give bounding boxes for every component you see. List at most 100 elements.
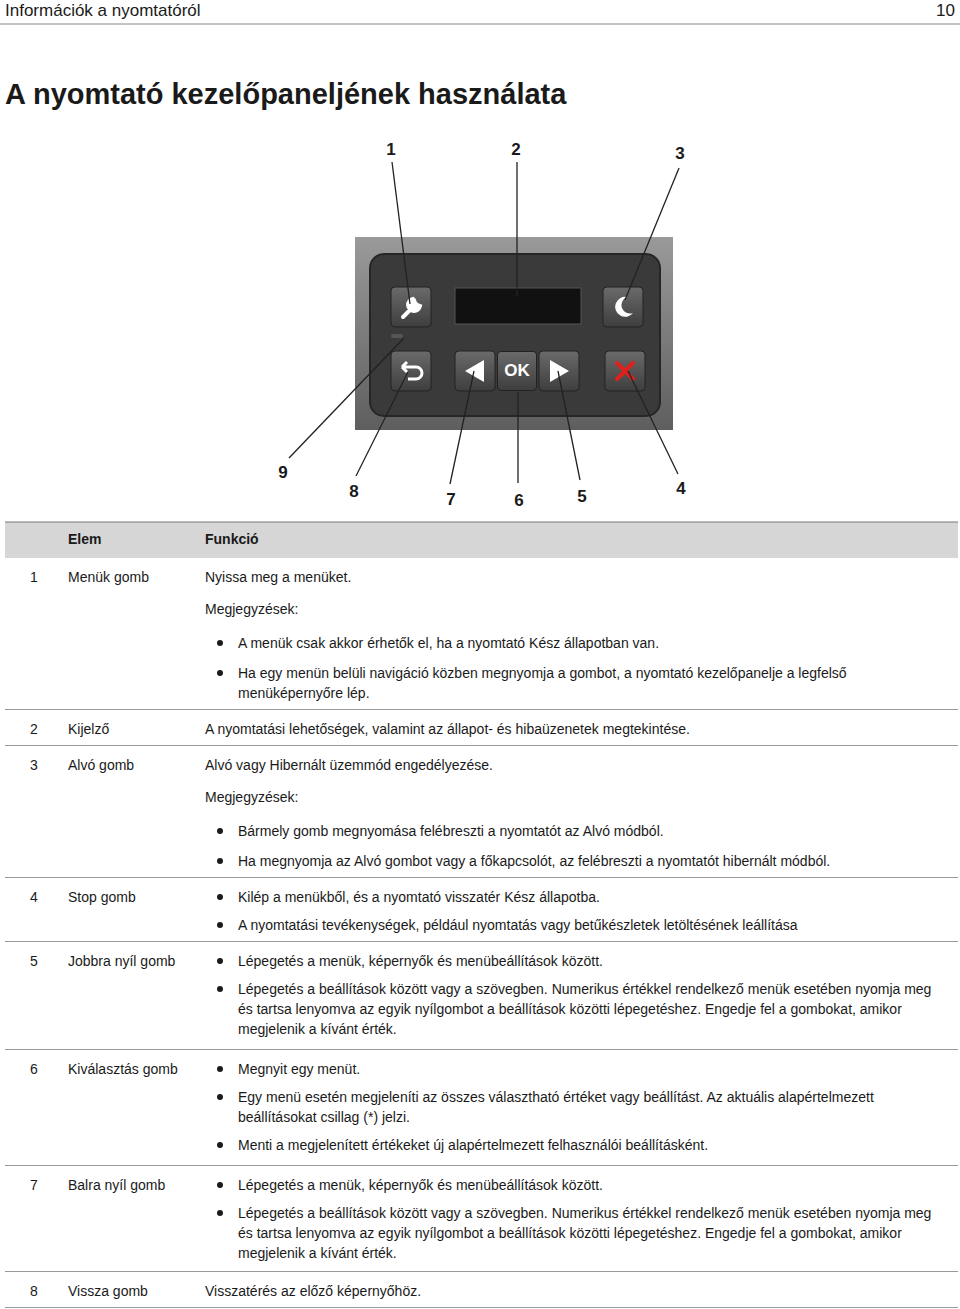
function-text: Kilép a menükből, és a nyomtató visszaté… xyxy=(238,887,950,907)
table-header-band xyxy=(5,522,958,558)
callout-number: 7 xyxy=(446,490,455,510)
row-number: 3 xyxy=(30,755,38,775)
callout-number: 9 xyxy=(278,463,287,483)
callout-number: 4 xyxy=(676,479,685,499)
function-column: Lépegetés a menük, képernyők és menübeál… xyxy=(205,1175,950,1263)
bullet-item: Lépegetés a menük, képernyők és menübeál… xyxy=(205,1175,950,1195)
callout-number: 2 xyxy=(511,140,520,160)
left-button xyxy=(455,351,495,391)
bullet-item: A menük csak akkor érhetők el, ha a nyom… xyxy=(205,633,950,653)
element-name: Balra nyíl gomb xyxy=(68,1175,165,1195)
bullet-item: Bármely gomb megnyomása felébreszti a ny… xyxy=(205,821,950,841)
left-arrow-icon xyxy=(465,360,484,382)
row-number: 2 xyxy=(30,719,38,739)
indicator-light xyxy=(391,334,403,338)
notes-heading: Megjegyzések: xyxy=(205,787,950,807)
table-header: Funkció xyxy=(205,531,259,547)
ok-button: OK xyxy=(497,351,537,391)
table-row: 6 Kiválasztás gomb Megnyit egy menüt. Egy m… xyxy=(5,1050,958,1166)
table-row: 1Menük gombNyissa meg a menüket.Megjegyz… xyxy=(5,558,958,710)
callout-number: 8 xyxy=(349,482,358,502)
function-item: A nyomtatási lehetőségek, valamint az ál… xyxy=(205,719,950,739)
bullet xyxy=(217,640,223,646)
callout-number: 5 xyxy=(577,487,586,507)
function-text: Bármely gomb megnyomása felébreszti a ny… xyxy=(238,821,950,841)
leader-lines xyxy=(289,162,679,484)
function-column: Alvó vagy Hibernált üzemmód engedélyezés… xyxy=(205,755,950,871)
function-text: Nyissa meg a menüket. xyxy=(205,567,950,587)
table-row: 5 Jobbra nyíl gomb Lépegetés a menük, képe… xyxy=(5,942,958,1050)
bullet xyxy=(217,1210,223,1216)
bullet-item: Megnyit egy menüt. xyxy=(205,1059,950,1079)
function-column: Megnyit egy menüt. Egy menü esetén megjel… xyxy=(205,1059,950,1155)
function-text: Egy menü esetén megjeleníti az összes vá… xyxy=(238,1087,950,1127)
element-name: Alvó gomb xyxy=(68,755,134,775)
bullet-item: A nyomtatási tevékenységek, például nyom… xyxy=(205,915,950,935)
bullet xyxy=(217,958,223,964)
function-text: A nyomtatási lehetőségek, valamint az ál… xyxy=(205,719,950,739)
function-text: Menti a megjelenített értékeket új alapé… xyxy=(238,1135,950,1155)
row-number: 5 xyxy=(30,951,38,971)
row-number: 6 xyxy=(30,1059,38,1079)
function-column: Lépegetés a menük, képernyők és menübeál… xyxy=(205,951,950,1039)
bullet xyxy=(217,1094,223,1100)
stop-button xyxy=(605,351,645,391)
element-name: Kiválasztás gomb xyxy=(68,1059,178,1079)
row-number: 8 xyxy=(30,1281,38,1301)
function-item: Nyissa meg a menüket. xyxy=(205,567,950,587)
bullet xyxy=(217,1182,223,1188)
bullet xyxy=(217,1142,223,1148)
back-button xyxy=(391,351,431,391)
display xyxy=(455,288,581,324)
wrench-icon xyxy=(403,299,420,317)
bullet-item: Ha megnyomja az Alvó gombot vagy a főkap… xyxy=(205,851,950,871)
button-label: OK xyxy=(504,361,530,381)
row-number: 4 xyxy=(30,887,38,907)
notes-heading: Megjegyzések: xyxy=(205,599,950,619)
function-item: Alvó vagy Hibernált üzemmód engedélyezés… xyxy=(205,755,950,775)
panel-face xyxy=(370,254,660,416)
bullet xyxy=(217,894,223,900)
bullet-item: Menti a megjelenített értékeket új alapé… xyxy=(205,1135,950,1155)
function-text: A menük csak akkor érhetők el, ha a nyom… xyxy=(238,633,950,653)
row-number: 7 xyxy=(30,1175,38,1195)
running-header: Információk a nyomtatóról xyxy=(5,1,201,21)
function-text: Lépegetés a menük, képernyők és menübeál… xyxy=(238,1175,950,1195)
bullet xyxy=(217,670,223,676)
table-row: 8 Vissza gomb Visszatérés az előző képerny… xyxy=(5,1272,958,1308)
callout-number: 1 xyxy=(386,140,395,160)
function-column: Kilép a menükből, és a nyomtató visszaté… xyxy=(205,887,950,935)
bullet-item: Lépegetés a beállítások között vagy a sz… xyxy=(205,1203,950,1263)
panel-bezel xyxy=(355,237,673,430)
function-column: Visszatérés az előző képernyőhöz. xyxy=(205,1281,950,1301)
bullet xyxy=(217,858,223,864)
bullet xyxy=(217,828,223,834)
element-name: Kijelző xyxy=(68,719,109,739)
row-number: 1 xyxy=(30,567,38,587)
table-row: 2 Kijelző A nyomtatási lehetőségek, valami… xyxy=(5,710,958,746)
function-text: Lépegetés a beállítások között vagy a sz… xyxy=(238,979,950,1039)
menu-button xyxy=(391,287,431,327)
function-text: Lépegetés a menük, képernyők és menübeál… xyxy=(238,951,950,971)
table-row: 3 Alvó gomb Alvó vagy Hibernált üzemmód en… xyxy=(5,746,958,878)
function-text: Lépegetés a beállítások között vagy a sz… xyxy=(238,1203,950,1263)
element-name: Jobbra nyíl gomb xyxy=(68,951,175,971)
function-item: Megjegyzések: xyxy=(205,787,950,807)
function-text: Megnyit egy menüt. xyxy=(238,1059,950,1079)
function-text: Ha egy menün belüli navigáció közben meg… xyxy=(238,663,950,703)
element-name: Vissza gomb xyxy=(68,1281,148,1301)
function-item: Megjegyzések: xyxy=(205,599,950,619)
table-header: Elem xyxy=(68,531,101,547)
bullet xyxy=(217,986,223,992)
callout-number: 3 xyxy=(675,144,684,164)
moon-icon xyxy=(615,297,633,317)
callout-number: 6 xyxy=(514,491,523,511)
function-column: Nyissa meg a menüket. Megjegyzések: A menü… xyxy=(205,567,950,703)
function-text: Alvó vagy Hibernált üzemmód engedélyezés… xyxy=(205,755,950,775)
function-column: A nyomtatási lehetőségek, valamint az ál… xyxy=(205,719,950,739)
function-item: Visszatérés az előző képernyőhöz. xyxy=(205,1281,950,1301)
table-row: 7 Balra nyíl gomb Lépegetés a menük, képer… xyxy=(5,1166,958,1272)
page-number: 10 xyxy=(936,1,955,21)
function-text: Ha megnyomja az Alvó gombot vagy a főkap… xyxy=(238,851,950,871)
